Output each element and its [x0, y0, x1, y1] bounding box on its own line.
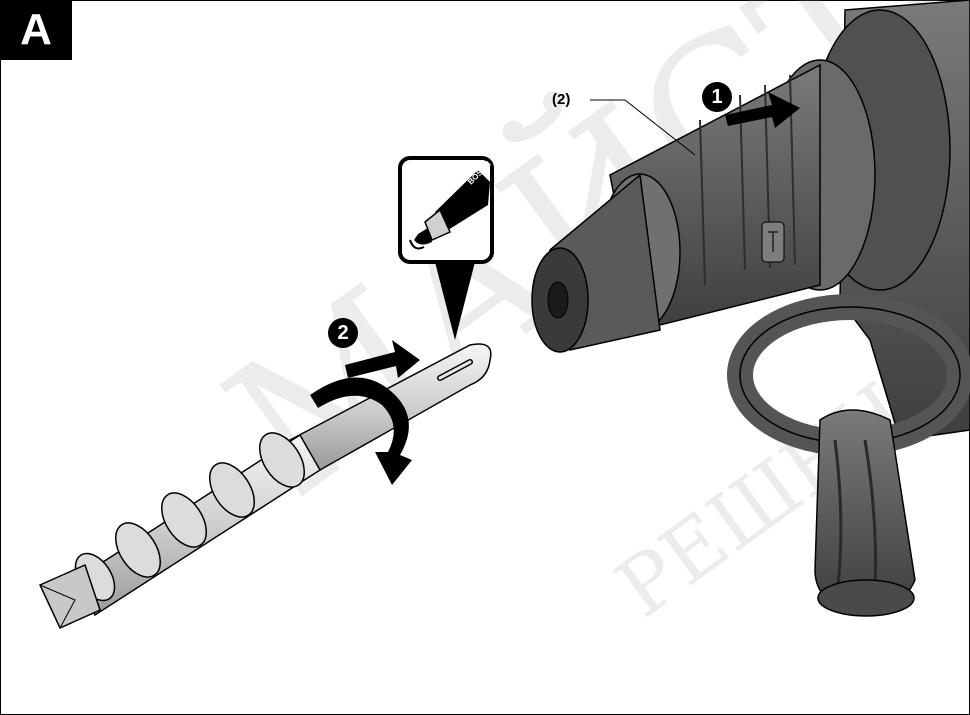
grease-tube-icon: [398, 156, 494, 264]
rotary-hammer: [531, 0, 970, 617]
callout-part-2: (2): [552, 91, 571, 108]
grease-pointer: [435, 262, 475, 340]
drill-bit: [38, 343, 492, 629]
callout-leader-2: [590, 99, 696, 156]
step2-push-arrow: [345, 340, 420, 378]
step-2-badge: 2: [328, 318, 358, 348]
bit-tip: [38, 563, 101, 629]
step2-rotate-arrow: [310, 377, 412, 485]
step-1-badge: 1: [702, 82, 732, 112]
step1-arrow: [725, 92, 800, 128]
panel-label: A: [0, 0, 72, 60]
